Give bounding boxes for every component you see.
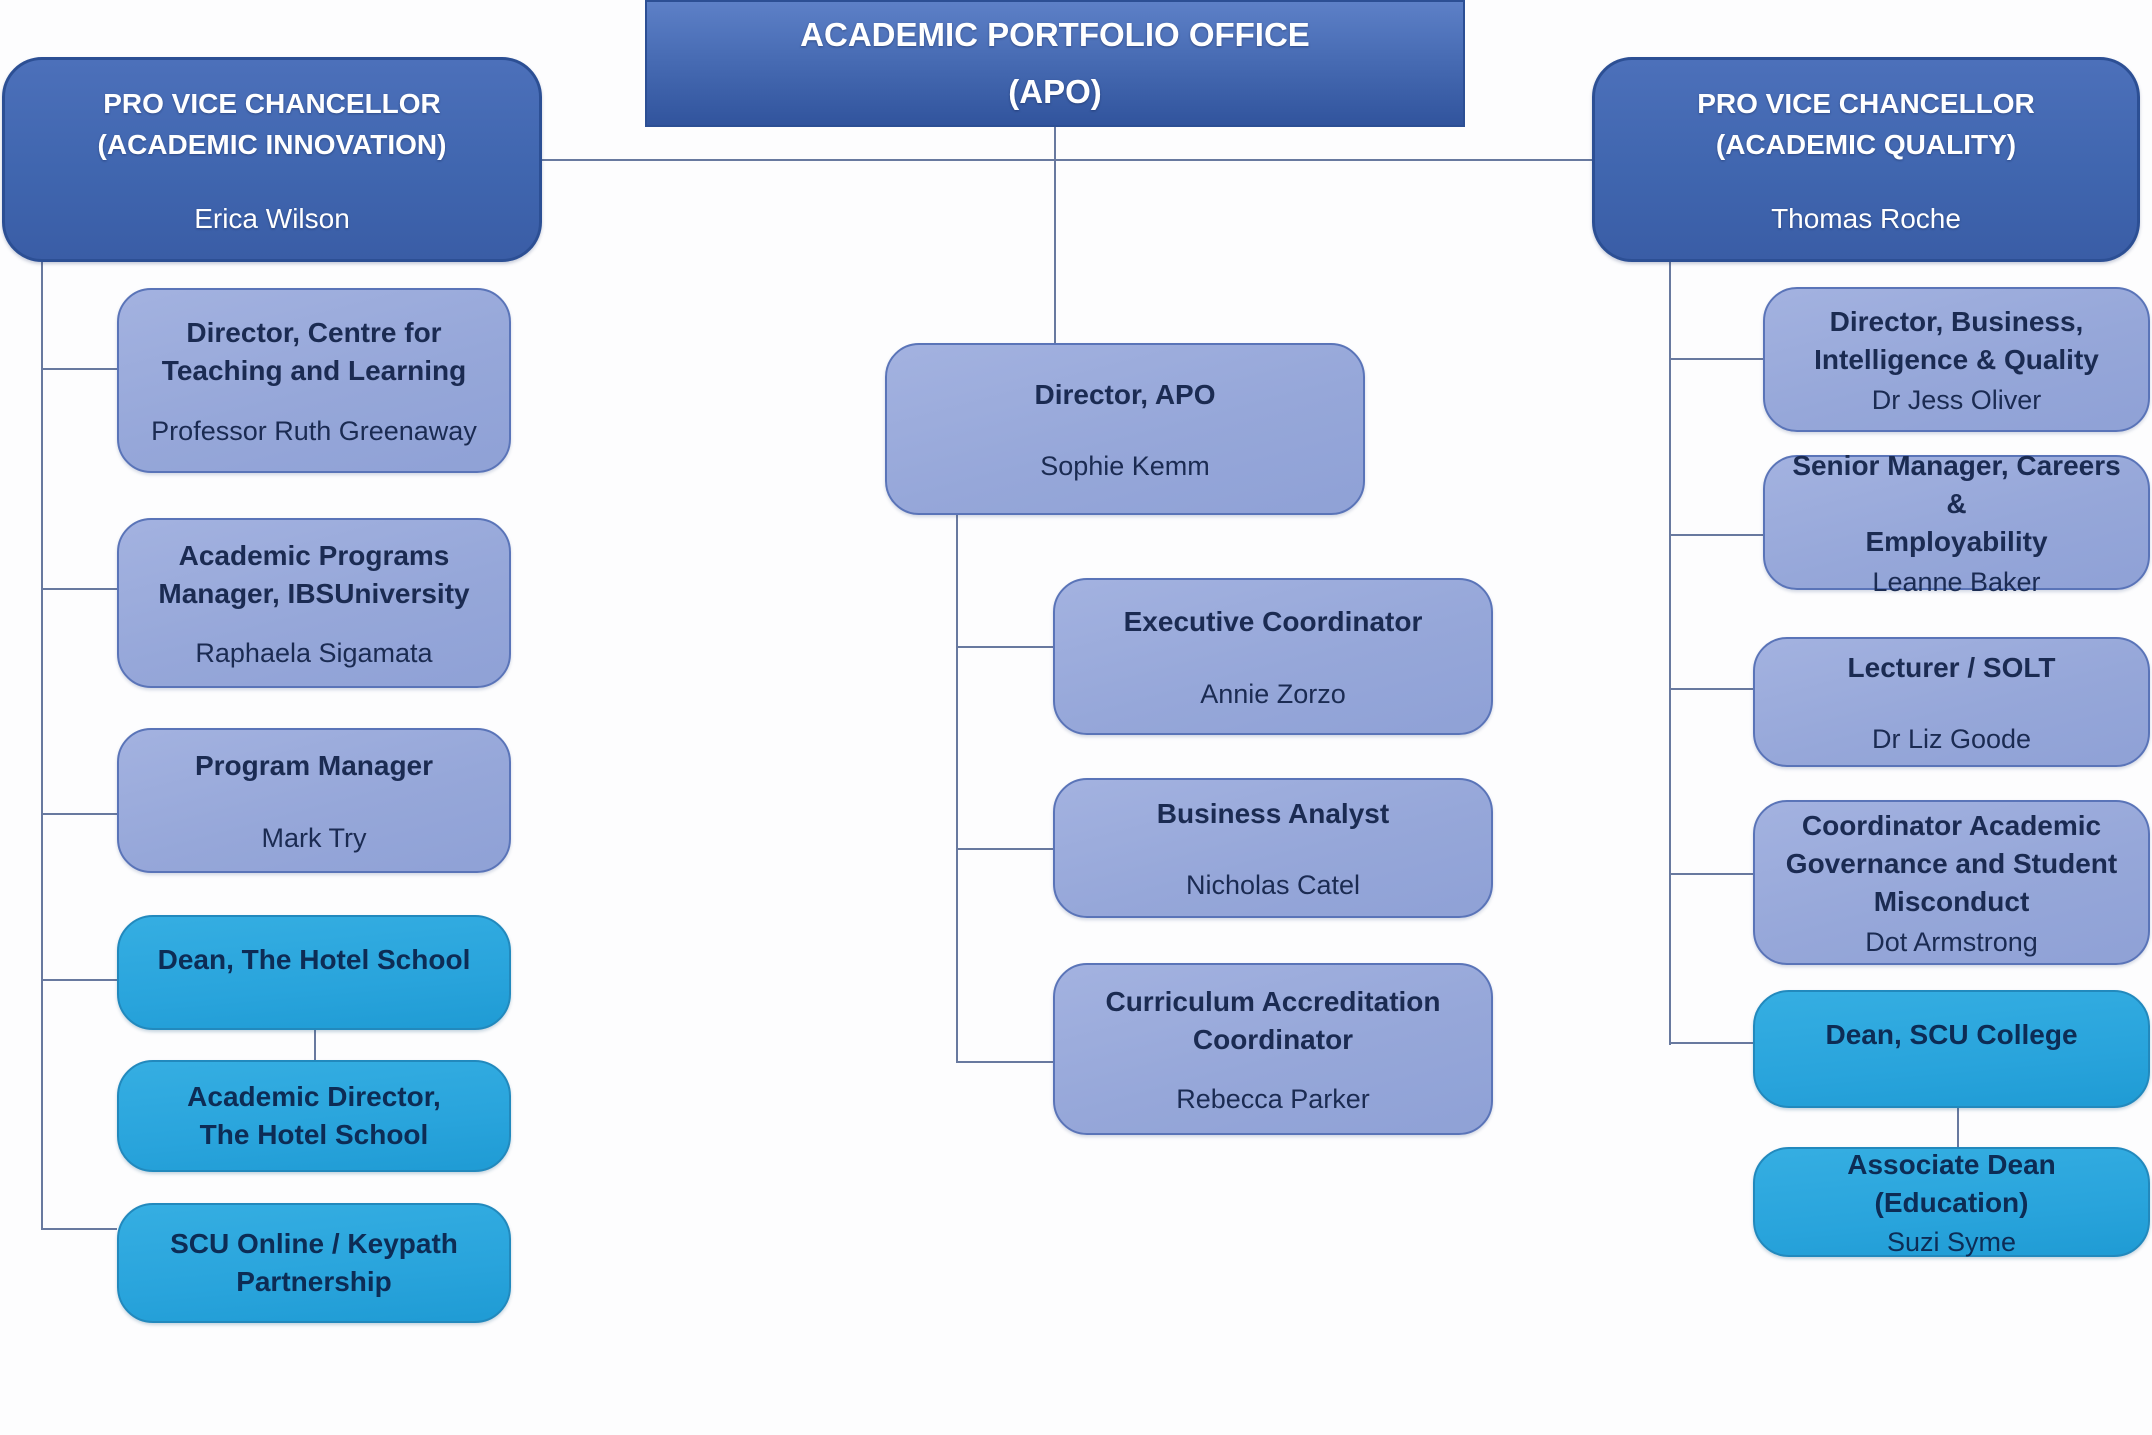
connector-line [41,588,117,590]
node-title: Academic Director, The Hotel School [187,1081,441,1150]
node-dean-hotel-school: Dean, The Hotel School [117,915,511,1030]
node-title: Director, Centre for Teaching and Learni… [161,317,467,386]
node-program-manager: Program Manager Mark Try [117,728,511,873]
node-title: Senior Manager, Careers & Employability [1792,450,2121,557]
node-title: Director, APO [1034,378,1216,410]
node-title: Director, Business, Intelligence & Quali… [1814,306,2099,375]
node-academic-portfolio-office: ACADEMIC PORTFOLIO OFFICE (APO) [645,0,1465,127]
node-title: Academic Programs Manager, IBSUniversity [158,539,470,609]
connector-line [1669,688,1755,690]
node-executive-coordinator: Executive Coordinator Annie Zorzo [1053,578,1493,735]
connector-line [956,646,1053,648]
connector-line [1957,1108,1959,1148]
connector-line [41,368,117,370]
connector-line [540,159,1598,161]
node-title: Coordinator Academic Governance and Stud… [1785,810,2118,917]
node-title: Business Analyst [1156,797,1390,829]
connector-line [1669,1042,1755,1044]
node-lecturer-solt: Lecturer / SOLT Dr Liz Goode [1753,637,2150,767]
node-director-business-intelligence-quality: Director, Business, Intelligence & Quali… [1763,287,2150,432]
connector-line [956,848,1053,850]
node-person-name: Rebecca Parker [1176,1084,1370,1115]
node-person-name: Dr Liz Goode [1871,724,2032,755]
node-title: ACADEMIC PORTFOLIO OFFICE (APO) [800,16,1310,110]
node-scu-online-keypath: SCU Online / Keypath Partnership [117,1203,511,1323]
node-pvc-academic-innovation: PRO VICE CHANCELLOR (ACADEMIC INNOVATION… [2,57,542,262]
connector-line [1669,534,1763,536]
node-associate-dean-education: Associate Dean (Education) Suzi Syme [1753,1147,2150,1257]
connector-line [1669,873,1755,875]
connector-line [41,1228,117,1230]
connector-line [41,979,117,981]
node-person-name: Nicholas Catel [1185,870,1361,901]
node-senior-manager-careers-employability: Senior Manager, Careers & Employability … [1763,450,2150,597]
node-director-centre-teaching-learning: Director, Centre for Teaching and Learni… [117,288,511,473]
node-title: Executive Coordinator [1123,606,1423,638]
node-person-name: Erica Wilson [194,203,350,235]
node-person-name: Sophie Kemm [1040,451,1210,482]
node-director-apo: Director, APO Sophie Kemm [885,343,1365,515]
node-title: Program Manager [194,750,434,782]
node-person-name: Mark Try [261,822,367,853]
node-title: Dean, The Hotel School [157,943,471,975]
node-person-name: Dr Jess Oliver [1871,384,2042,415]
connector-line [956,1061,1053,1063]
node-academic-programs-manager: Academic Programs Manager, IBSUniversity… [117,518,511,688]
node-title: PRO VICE CHANCELLOR (ACADEMIC QUALITY) [1697,87,2035,160]
node-person-name: Professor Ruth Greenaway [151,415,477,446]
node-title: PRO VICE CHANCELLOR (ACADEMIC INNOVATION… [97,87,447,160]
node-person-name: Leanne Baker [1872,566,2041,597]
node-person-name: Annie Zorzo [1200,678,1346,709]
node-person-name: Raphaela Sigamata [195,638,433,669]
connector-line [41,813,117,815]
connector-line [1669,262,1671,1045]
node-title: Curriculum Accreditation Coordinator [1105,985,1441,1055]
node-title: Associate Dean (Education) [1847,1148,2056,1218]
node-pvc-academic-quality: PRO VICE CHANCELLOR (ACADEMIC QUALITY) T… [1592,57,2140,262]
node-title: Dean, SCU College [1825,1019,2078,1051]
connector-line [41,262,43,1230]
connector-line [1669,358,1763,360]
connector-line [1054,127,1056,343]
node-person-name: Suzi Syme [1886,1227,2017,1258]
node-title: SCU Online / Keypath Partnership [170,1228,458,1297]
node-coordinator-academic-governance: Coordinator Academic Governance and Stud… [1753,800,2150,965]
node-academic-director-hotel-school: Academic Director, The Hotel School [117,1060,511,1172]
node-person-name: Thomas Roche [1771,203,1961,235]
node-title: Lecturer / SOLT [1847,651,2056,683]
node-dean-scu-college: Dean, SCU College [1753,990,2150,1108]
node-curriculum-accreditation-coordinator: Curriculum Accreditation Coordinator Reb… [1053,963,1493,1135]
connector-line [314,1030,316,1060]
node-business-analyst: Business Analyst Nicholas Catel [1053,778,1493,918]
connector-line [956,515,958,1063]
node-person-name: Dot Armstrong [1865,926,2038,957]
